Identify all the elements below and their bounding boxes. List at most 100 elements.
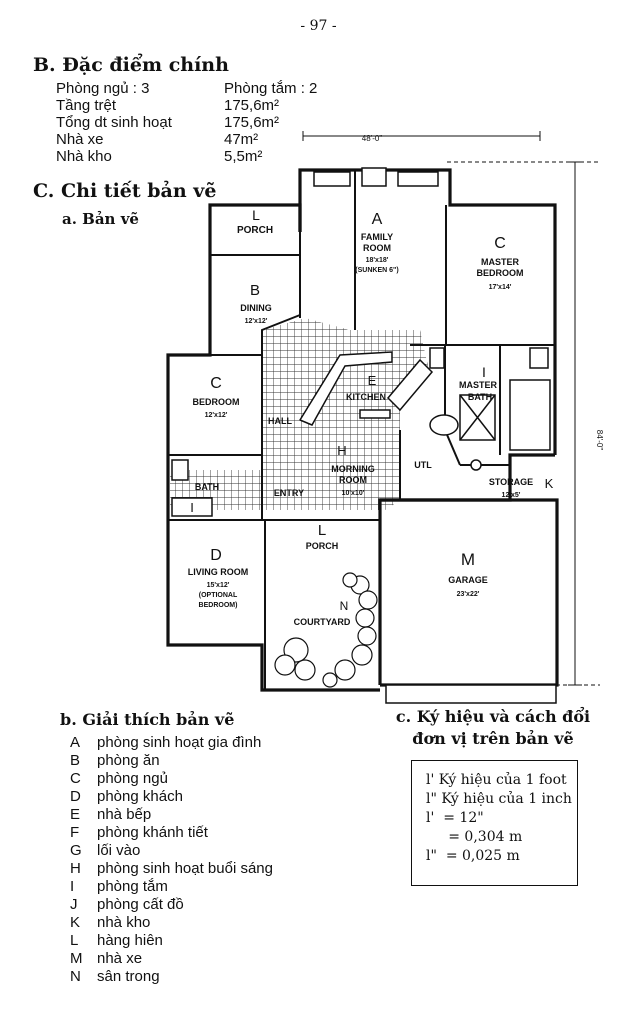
section-c-title: C. Chi tiết bản vẽ [33,180,217,202]
room-name: HALL [268,416,292,426]
room-size: 18'x18' [366,257,389,264]
spec-labels: Phòng ngủ : 3 Tầng trệt Tổng dt sinh hoạ… [56,80,172,165]
room-name: PORCH [237,225,273,236]
room-name: KITCHEN [346,392,386,402]
room-letter: L [252,207,260,223]
room-name: ROOM [339,475,367,485]
unit-line: l' Ký hiệu của 1 foot [426,772,567,788]
room-size: 15'x12' [207,582,230,589]
unit-line: l" Ký hiệu của 1 inch [426,791,572,807]
spec-label: Tổng dt sinh hoạt [56,114,172,131]
subsection-a-title: a. Bản vẽ [62,210,139,228]
legend-text: phòng khách [97,788,183,805]
room-name: DINING [240,303,272,313]
room-letter: N [340,599,349,613]
legend-text: phòng sinh hoạt gia đình [97,734,262,751]
room-size: 12'x5' [502,492,521,499]
subsection-c-line: c. Ký hiệu và cách đổi [395,707,591,726]
room-name: GARAGE [448,575,488,585]
legend-letter: I [70,878,75,895]
spec-label: Phòng ngủ : 3 [56,80,150,97]
section-b-title: B. Đặc điểm chính [33,54,229,76]
dimension-lines [302,131,600,686]
room-letter: A [372,211,383,228]
unit-line: l" = 0,025 m [426,848,520,864]
legend-text: phòng ăn [97,752,160,769]
kitchen-counters [298,351,434,426]
spec-label: Nhà kho [56,148,112,165]
legend-text: nhà xe [97,950,143,967]
plan-width-dimension: 48'-0" [362,134,383,143]
room-size: 10'x10' [342,490,365,497]
legend-letter: L [70,932,79,949]
legend-letter: A [70,734,81,751]
legend-text: hàng hiên [97,932,163,949]
legend-text: sân trong [97,968,160,985]
subsection-b-title: b. Giải thích bản vẽ [60,710,235,729]
room-note: BEDROOM) [199,602,238,609]
legend-letter: F [70,824,80,841]
spec-label: Tầng trệt [56,97,117,114]
legend-text: phòng cất đồ [97,896,184,913]
room-name: STORAGE [489,477,533,487]
legend-text: phòng tắm [97,878,168,895]
room-letter: C [210,375,222,392]
room-note: (OPTIONAL [199,592,238,599]
room-name: BEDROOM [193,397,240,407]
legend-text: phòng ngủ [97,770,168,787]
legend-text: phòng sinh hoạt buổi sáng [97,860,273,877]
legend-letter: M [70,950,83,967]
room-name: FAMILY [361,232,393,242]
subsection-c-line: đơn vị trên bản vẽ [412,729,574,748]
room-name: MORNING [331,464,375,474]
legend-letter: B [70,752,81,769]
legend-letter: G [70,842,82,859]
legend-letter: K [70,914,81,931]
legend-text: nhà kho [97,914,151,931]
room-letter: I [190,500,194,515]
unit-line: = 0,304 m [426,829,523,845]
legend-letter: H [70,860,81,877]
room-letter: I [482,364,486,380]
legend-text: nhà bếp [97,806,152,823]
spec-value: 47m² [224,131,259,148]
spec-value: 5,5m² [224,148,263,165]
room-name: BATH [195,482,219,492]
room-letter: B [250,282,260,299]
room-name: ENTRY [274,488,304,498]
room-size: 17'x14' [489,284,512,291]
room-name: BEDROOM [477,268,524,278]
spec-label: Nhà xe [56,131,104,148]
room-name: MASTER [481,257,520,267]
room-name: MASTER [459,380,498,390]
legend-letter: N [70,968,81,985]
room-name: UTL [414,460,432,470]
room-name: COURTYARD [294,617,351,627]
room-name: BATH [468,392,492,402]
room-letter: E [368,373,377,388]
room-letter: K [545,476,554,491]
fixtures [171,167,557,704]
room-name: LIVING ROOM [188,567,249,577]
legend-text: phòng khánh tiết [97,824,208,841]
room-letter: D [210,547,222,564]
legend-letter: J [70,896,78,913]
unit-conversion-box: l' Ký hiệu của 1 foot l" Ký hiệu của 1 i… [411,760,578,886]
room-size: 12'x12' [245,318,268,325]
legend-letter: E [70,806,81,823]
spec-values: Phòng tắm : 2 175,6m² 175,6m² 47m² 5,5m² [224,80,317,165]
